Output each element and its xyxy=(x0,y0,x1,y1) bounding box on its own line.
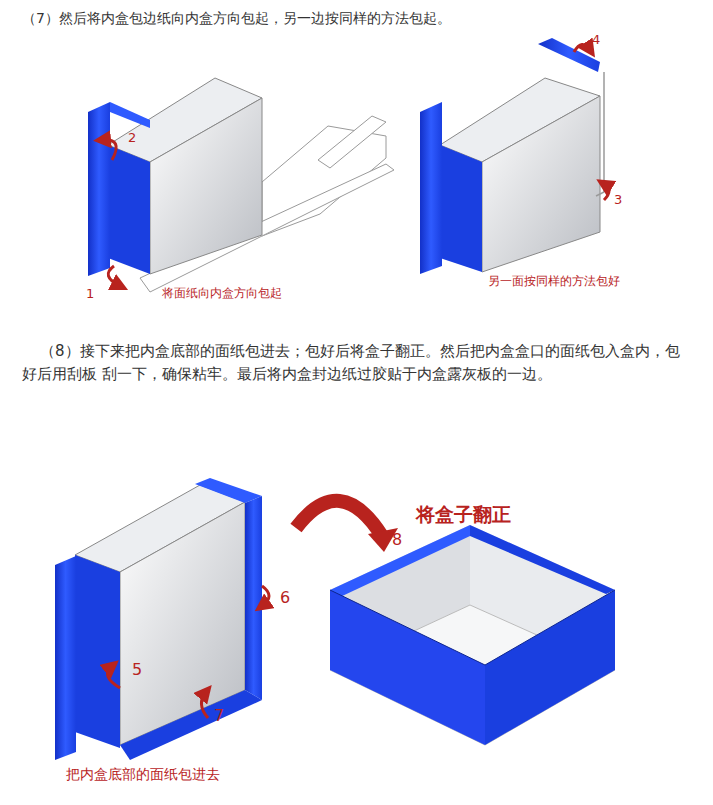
caption: 将面纸向内盒方向包起 xyxy=(162,284,282,303)
box-figure-2 xyxy=(420,38,609,274)
callout-number: 7 xyxy=(214,704,224,729)
box-figure-1 xyxy=(88,78,394,292)
box-figure-3 xyxy=(55,478,269,760)
open-box xyxy=(330,525,615,745)
caption: 把内盒底部的面纸包进去 xyxy=(66,764,220,786)
callout-number: 4 xyxy=(592,30,600,50)
step-text: （7）然后将内盒包边纸向内盒方向包起，另一边按同样的方法包起。 xyxy=(22,8,451,30)
step-text: （8）接下来把内盒底部的面纸包进去；包好后将盒子翻正。然后把内盒盒口的面纸包入盒… xyxy=(22,340,690,387)
caption: 将盒子翻正 xyxy=(416,500,511,529)
flip-arrow xyxy=(296,501,382,536)
callout-number: 6 xyxy=(280,586,290,611)
callout-number: 8 xyxy=(392,528,402,553)
callout-number: 3 xyxy=(614,190,622,210)
callout-number: 2 xyxy=(128,128,136,148)
callout-number: 1 xyxy=(86,284,94,304)
callout-number: 5 xyxy=(132,658,142,683)
caption: 另一面按同样的方法包好 xyxy=(488,272,620,291)
